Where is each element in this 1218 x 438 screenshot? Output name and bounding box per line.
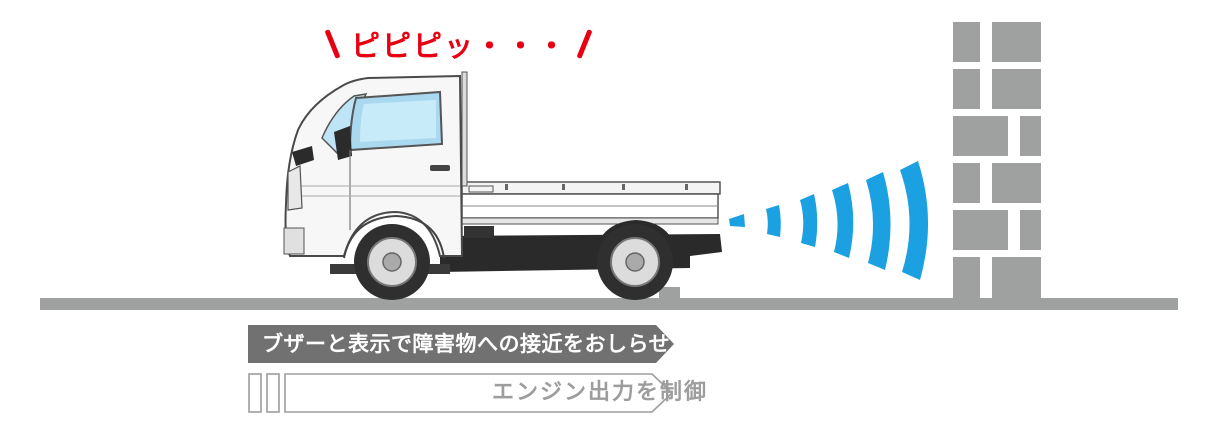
engine-control-label: エンジン出力を制御 [248,373,706,413]
label-outline-shape [248,373,674,413]
label-arrow-shape [248,325,674,363]
alert-text: ピピピッ・・・ [351,29,569,63]
sensor-waves-icon [729,161,929,280]
engine-control-text: エンジン出力を制御 [491,380,709,405]
truck-icon [283,71,722,300]
wheel-stop [659,287,680,300]
buzzer-alert: ピピピッ・・・ [324,22,593,66]
alert-function-label: ブザーと表示で障害物への接近をおしらせ [248,325,674,363]
front-wheel [354,224,430,300]
alert-function-text: ブザーと表示で障害物への接近をおしらせ [262,332,671,356]
brick-wall-icon [953,22,1041,299]
rear-wheel [597,224,673,300]
ground-line [40,298,1178,310]
